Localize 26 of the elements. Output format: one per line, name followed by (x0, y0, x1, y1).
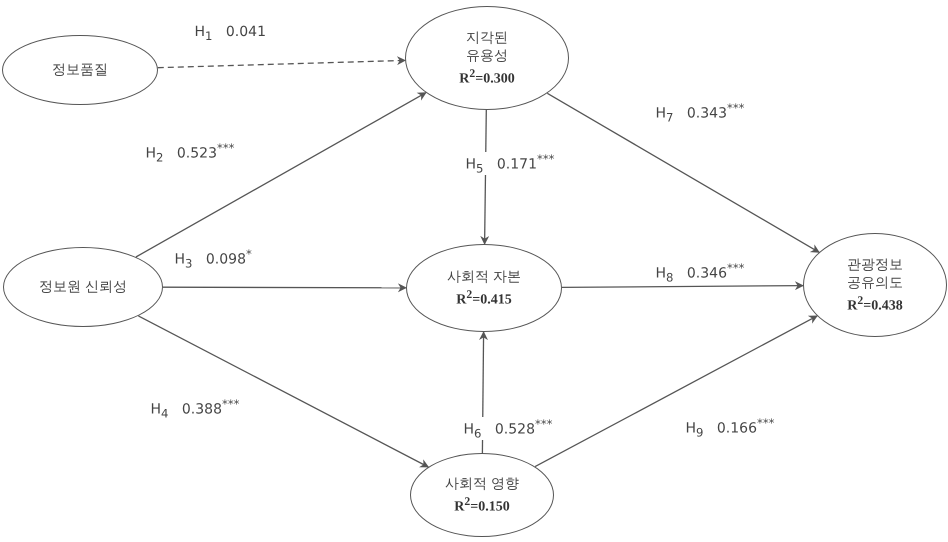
r-squared-label: R$^{2}$=0.415 (456, 286, 512, 308)
node-label: 사회적 자본 (446, 268, 522, 286)
arrow (546, 92, 820, 253)
edge-label: H$_{4}$ 0.388$^{***}$ (148, 396, 242, 420)
arrow (158, 56, 406, 68)
edge-label: H$_{1}$ 0.041 (192, 24, 268, 42)
edge-label: H$_{8}$ 0.346$^{***}$ (654, 260, 746, 284)
r-squared-label: R$^{2}$=0.150 (454, 494, 510, 516)
edge-label: H$_{3}$ 0.098$^{*}$ (172, 246, 254, 270)
arrow (138, 315, 430, 468)
node-label: 정보품질 (52, 61, 108, 79)
edge-label: H$_{6}$ 0.528$^{***}$ (462, 416, 554, 440)
edge-label: H$_{2}$ 0.523$^{***}$ (144, 140, 236, 164)
edge-label: H$_{7}$ 0.343$^{***}$ (654, 100, 746, 124)
r-squared-label: R$^{2}$=0.300 (459, 66, 515, 88)
node-label: 사회적 영향 (444, 474, 520, 493)
edge-label: H$_{5}$ 0.171$^{***}$ (464, 152, 556, 175)
r-squared-label: R$^{2}$=0.438 (847, 292, 903, 314)
node-label: 관광정보 공유의도 (846, 256, 904, 292)
node-label: 정보원 신뢰성 (38, 278, 128, 296)
node-label: 지각된 유용성 (465, 28, 509, 65)
arrow (534, 315, 818, 468)
arrow (136, 92, 427, 258)
edge-label: H$_{9}$ 0.166$^{***}$ (684, 416, 776, 439)
arrow (562, 281, 804, 290)
arrow (163, 283, 407, 292)
